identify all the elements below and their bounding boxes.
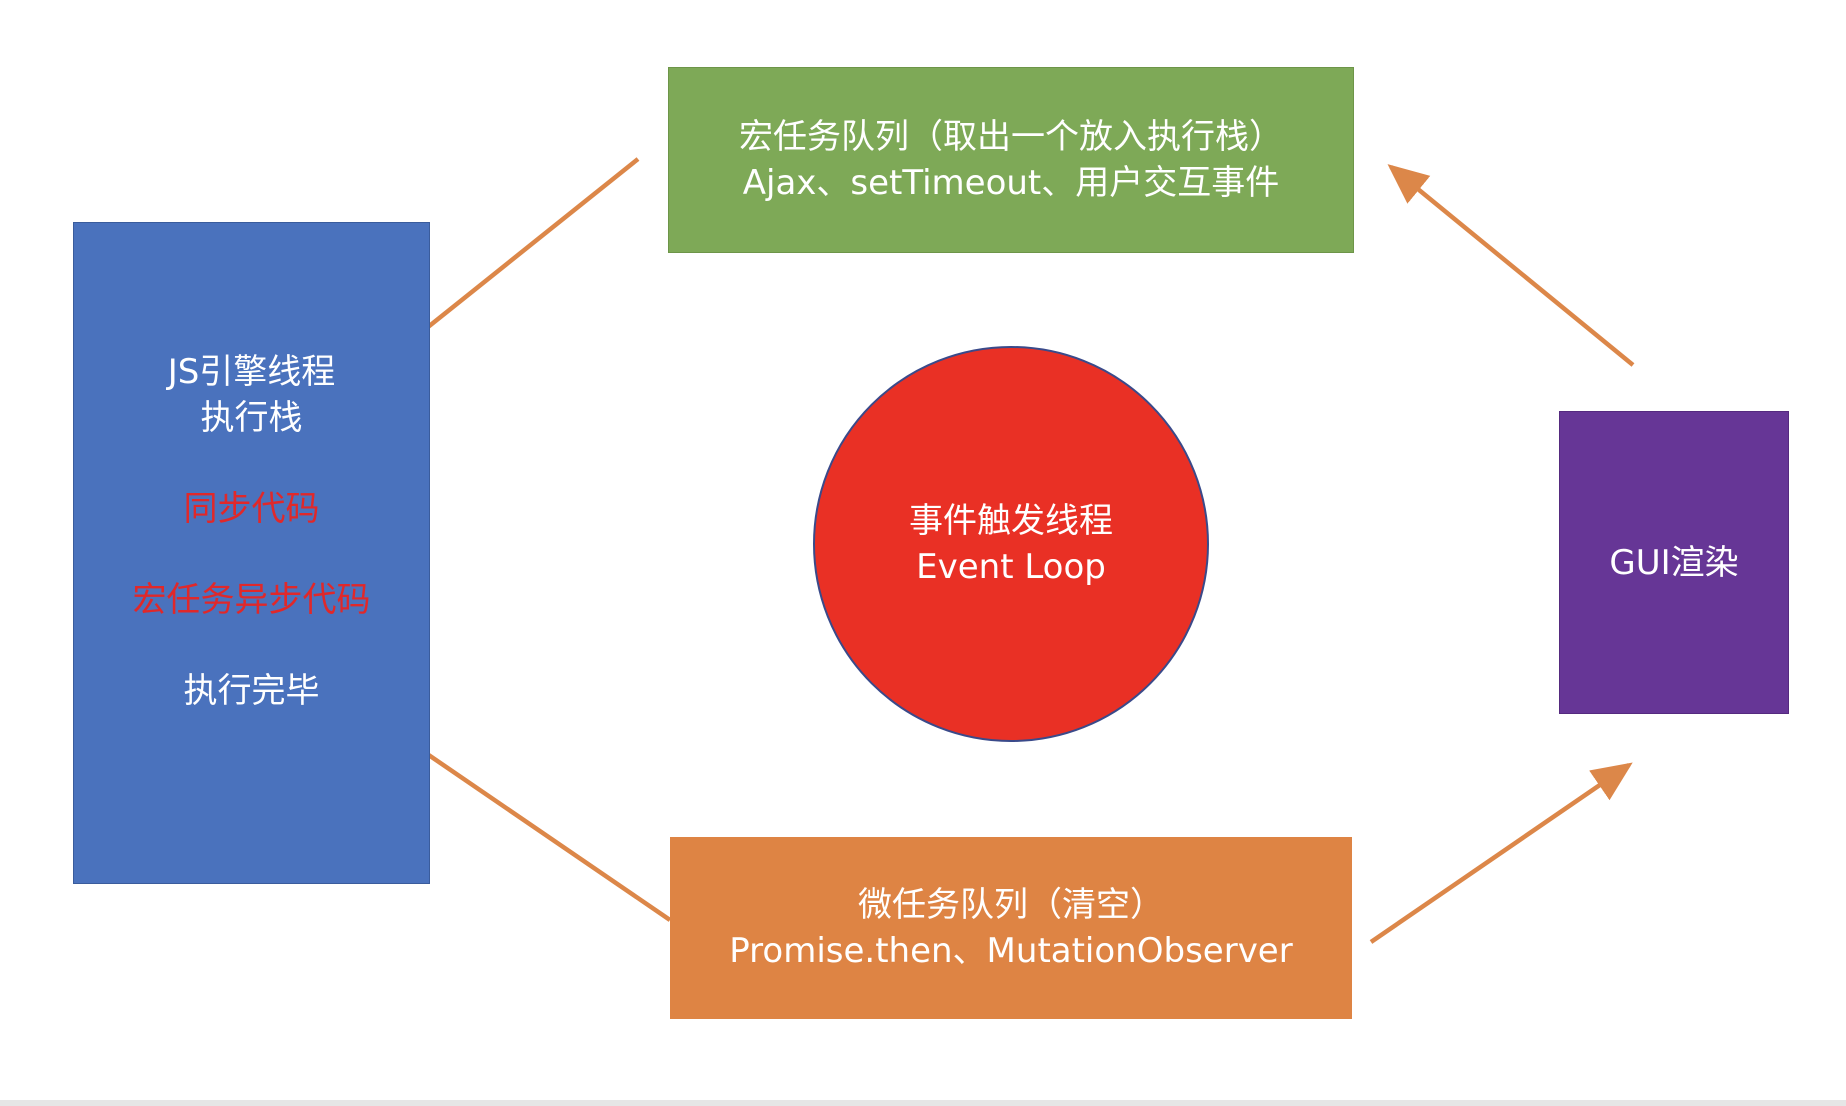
micro-queue-title: 微任务队列（清空）	[858, 885, 1164, 925]
js-engine-thread-box: JS引擎线程 执行栈 同步代码 宏任务异步代码 执行完毕	[73, 222, 430, 884]
macro-queue-subtitle: Ajax、setTimeout、用户交互事件	[742, 163, 1280, 203]
execution-stack-label: 执行栈	[200, 398, 303, 438]
js-engine-label: JS引擎线程	[167, 352, 336, 392]
event-loop-circle: 事件触发线程 Event Loop	[813, 346, 1209, 742]
execution-done-label: 执行完毕	[183, 671, 320, 711]
micro-task-queue-box: 微任务队列（清空） Promise.then、MutationObserver	[670, 837, 1352, 1019]
bottom-divider	[0, 1100, 1846, 1106]
event-loop-title: 事件触发线程	[909, 501, 1113, 541]
gui-render-box: GUI渲染	[1559, 411, 1789, 714]
arrow-micro-to-gui	[1369, 762, 1633, 944]
gui-render-label: GUI渲染	[1609, 542, 1739, 583]
macro-async-code-label: 宏任务异步代码	[132, 580, 371, 620]
macro-queue-title: 宏任务队列（取出一个放入执行栈）	[739, 117, 1283, 157]
arrow-gui-to-macro	[1387, 164, 1635, 367]
event-loop-subtitle: Event Loop	[916, 547, 1106, 587]
sync-code-label: 同步代码	[183, 489, 320, 529]
macro-task-queue-box: 宏任务队列（取出一个放入执行栈） Ajax、setTimeout、用户交互事件	[668, 67, 1354, 253]
micro-queue-subtitle: Promise.then、MutationObserver	[729, 931, 1293, 971]
